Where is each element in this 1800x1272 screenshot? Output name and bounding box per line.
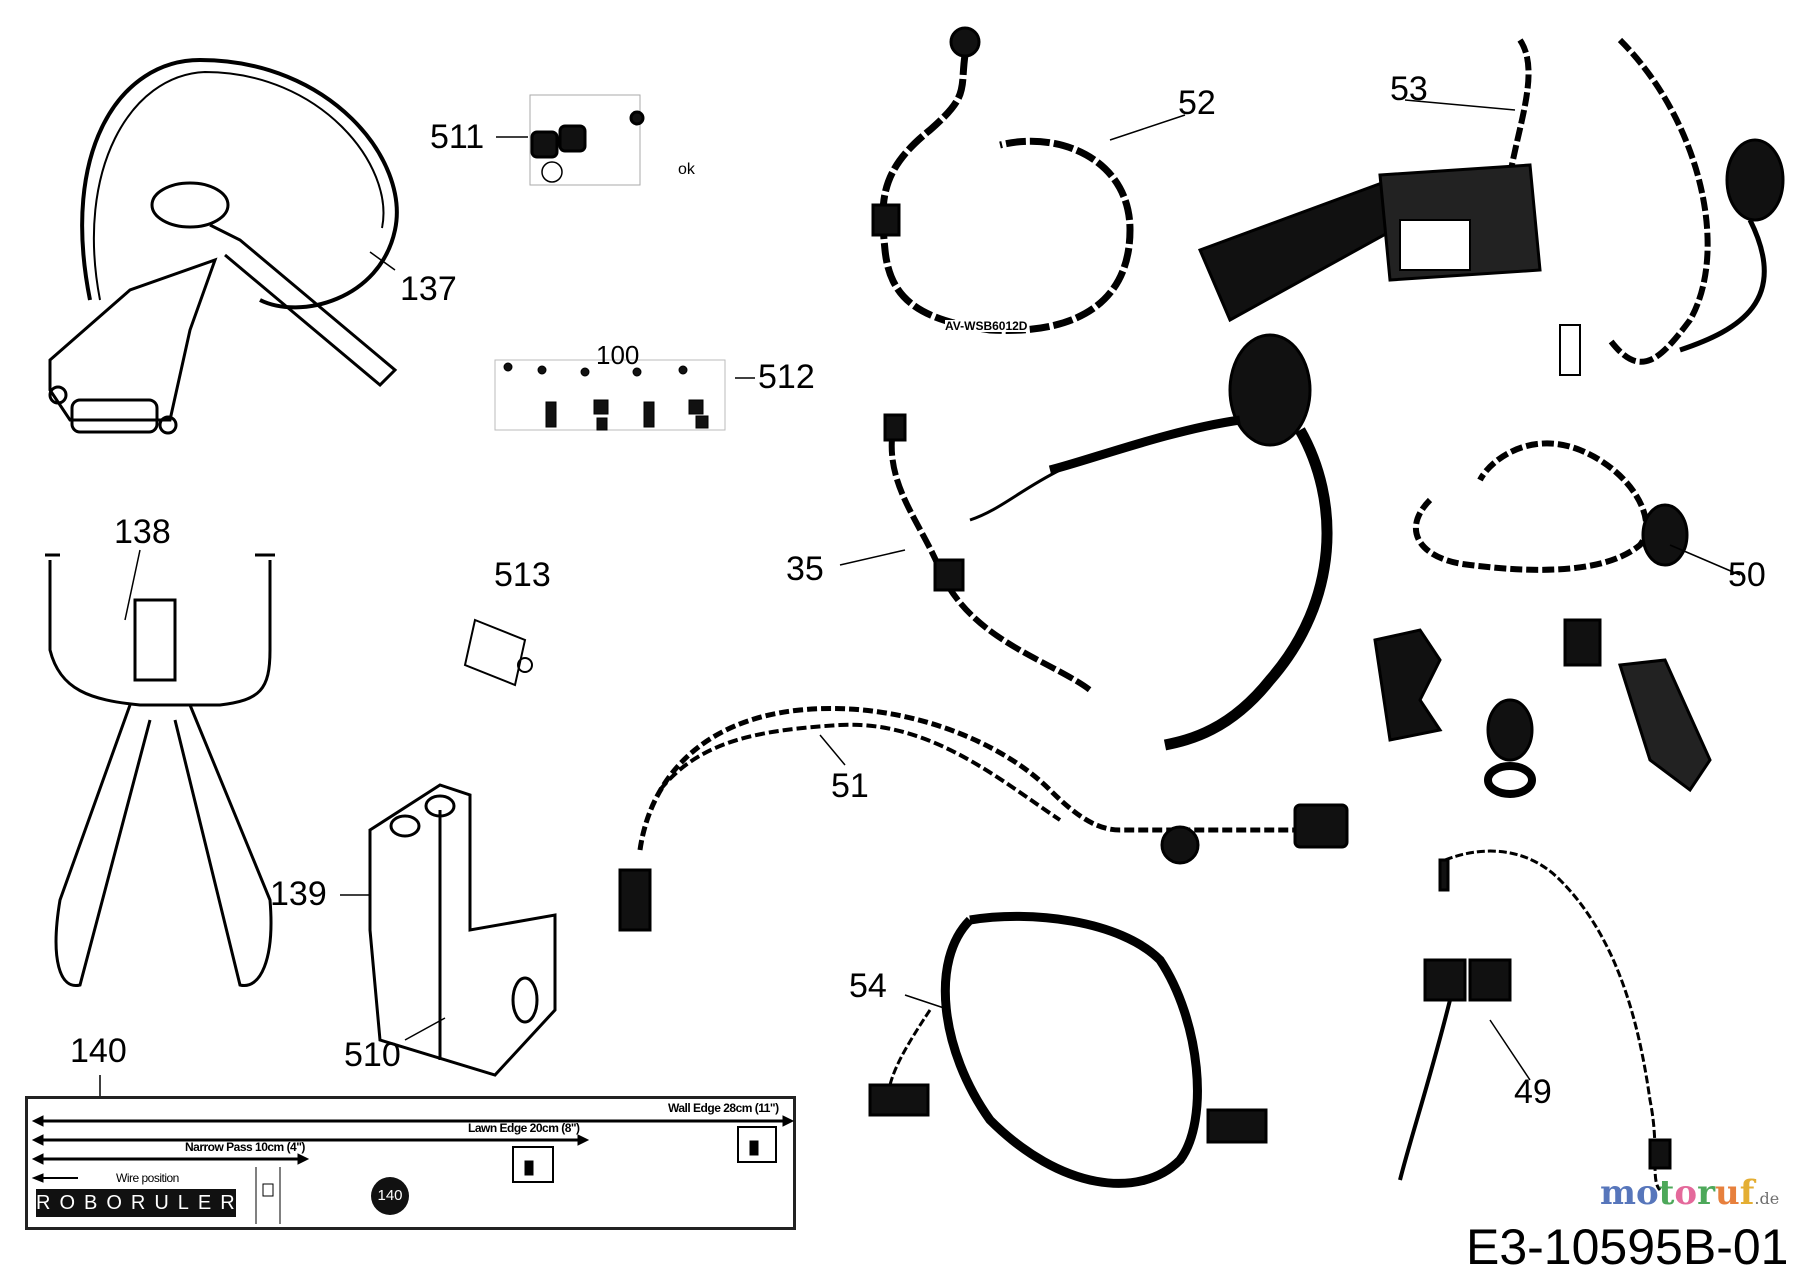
label-52: 52 (1178, 84, 1216, 122)
ruler-wall-edge: Wall Edge 28cm (11") (668, 1101, 779, 1115)
label-138: 138 (114, 513, 171, 551)
label-139: 139 (270, 875, 327, 913)
part-140-roboruler: Wall Edge 28cm (11") Lawn Edge 20cm (8")… (25, 1096, 796, 1230)
watermark-letter: m (1600, 1173, 1636, 1213)
label-100: 100 (596, 340, 640, 370)
roboruler-logo: ROBORULER (36, 1189, 236, 1217)
label-511: 511 (430, 118, 485, 156)
watermark-letter: u (1715, 1173, 1740, 1213)
part-50-harness (1373, 440, 1712, 798)
drawing-code: E3-10595B-01 (1466, 1219, 1789, 1272)
label-513: 513 (494, 556, 551, 594)
part-137-serial-cable (48, 57, 399, 435)
label-35: 35 (786, 550, 824, 588)
label-53: 53 (1390, 70, 1428, 108)
watermark-letter: r (1697, 1173, 1715, 1213)
watermark-letter: f (1739, 1173, 1755, 1213)
label-510: 510 (344, 1036, 401, 1074)
watermark-suffix: .de (1754, 1189, 1780, 1208)
watermark-letter: o (1635, 1173, 1659, 1213)
part-511-card (529, 94, 645, 186)
ruler-badge: 140 (371, 1177, 409, 1215)
label-49: 49 (1514, 1073, 1552, 1111)
part-53-harness (1197, 37, 1785, 376)
ruler-arrows (31, 1115, 795, 1224)
label-50: 50 (1728, 556, 1766, 594)
part-52-cable (871, 26, 1134, 334)
label-512: 512 (758, 358, 815, 396)
part-51-harness (618, 705, 1349, 932)
watermark-letter: o (1674, 1173, 1698, 1213)
label-ok: ok (678, 161, 695, 178)
watermark: motoruf.de (1600, 1176, 1779, 1210)
part-512-cards (494, 359, 726, 431)
ruler-lawn-edge: Lawn Edge 20cm (8") (468, 1121, 580, 1135)
label-54: 54 (849, 967, 887, 1005)
part-510-block (368, 783, 557, 1077)
label-137: 137 (400, 270, 457, 308)
ruler-wire-position: Wire position (116, 1171, 179, 1185)
part-49-harness (1398, 849, 1672, 1192)
part-138-holder (45, 553, 275, 987)
leader-lines (99, 99, 1741, 1096)
label-140: 140 (70, 1032, 127, 1070)
label-51: 51 (831, 767, 869, 805)
part-35-harness (883, 333, 1333, 751)
ruler-narrow-pass: Narrow Pass 10cm (4") (185, 1140, 305, 1154)
part-513-connector (463, 618, 533, 687)
watermark-letter: t (1658, 1173, 1675, 1213)
part-54-harness (868, 911, 1268, 1188)
cable-print: AV-WSB6012D (945, 319, 1028, 333)
